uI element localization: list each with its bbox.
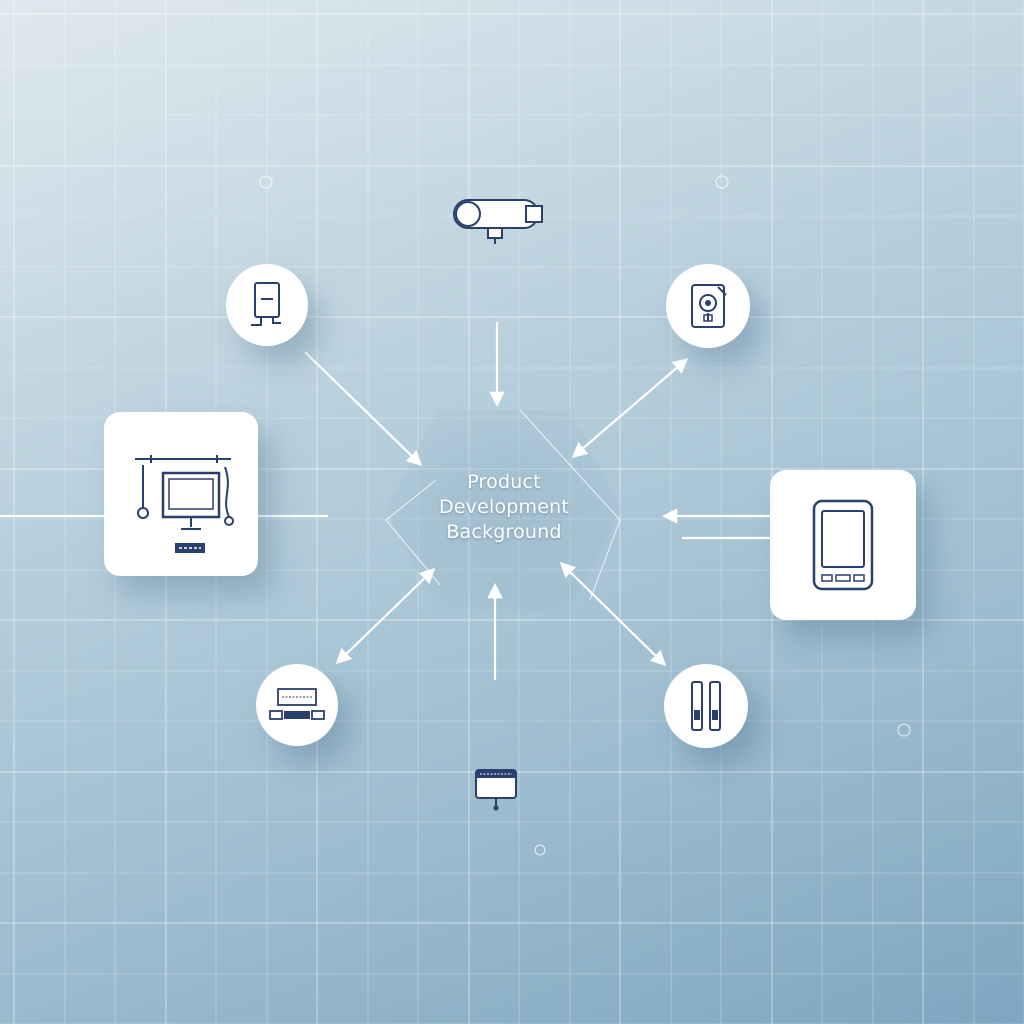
node-usb-device xyxy=(470,764,522,814)
grid-node-dot xyxy=(897,723,911,737)
hub-outline-left xyxy=(385,479,441,586)
camera-icon xyxy=(691,284,727,328)
cylinder-device-icon xyxy=(453,199,543,244)
arrow-top-right xyxy=(571,357,689,459)
node-workstation[interactable] xyxy=(104,412,258,576)
node-cylinder-device xyxy=(448,192,548,254)
node-battery-pair[interactable] xyxy=(664,664,748,748)
battery-pair-icon xyxy=(691,681,721,731)
arrow-bottom-right xyxy=(559,561,667,667)
grid-node-dot xyxy=(534,844,546,856)
hub-label-line-2: Development xyxy=(438,496,570,518)
hub-label: Product Development Background xyxy=(400,470,608,545)
node-hardware-module[interactable] xyxy=(256,664,338,746)
smartphone-icon xyxy=(812,499,874,591)
hub-label-line-1: Product xyxy=(467,471,541,493)
usb-drive-icon xyxy=(475,769,517,811)
node-camera-device[interactable] xyxy=(666,264,750,348)
grid-node-dot xyxy=(259,175,273,189)
node-mobile-phone[interactable] xyxy=(770,470,916,620)
arrow-bottom-left xyxy=(335,567,436,665)
arrow-top-left xyxy=(304,351,423,467)
hub-outline-right xyxy=(519,409,621,601)
hardware-module-icon xyxy=(269,688,325,720)
hub-label-line-3: Background xyxy=(446,521,562,543)
tablet-stand-icon xyxy=(251,282,281,326)
grid-node-dot xyxy=(715,175,729,189)
computer-monitor-icon xyxy=(135,455,234,553)
node-tablet-device[interactable] xyxy=(226,264,308,346)
